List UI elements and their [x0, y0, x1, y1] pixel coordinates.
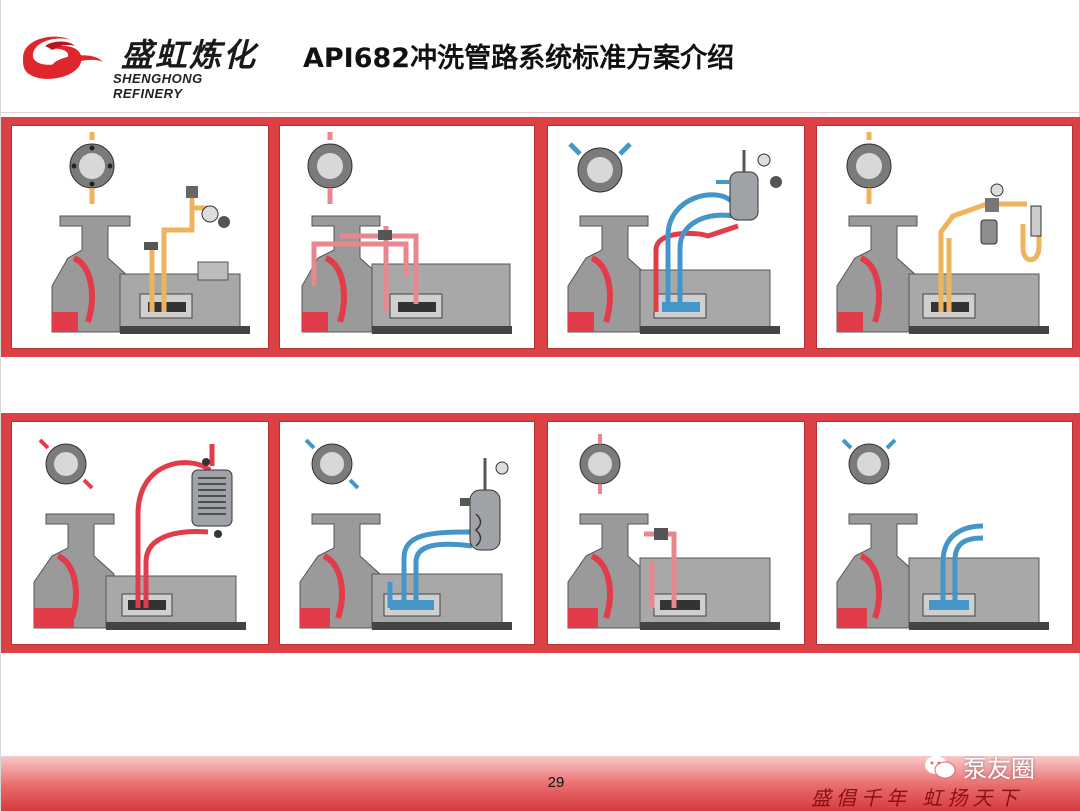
flush-plan-panel — [816, 421, 1073, 645]
instruments — [144, 186, 230, 250]
seal-gland-flange — [69, 132, 115, 204]
flush-plan-panel — [547, 125, 805, 349]
accumulator — [980, 183, 1042, 245]
flush-plan-panel — [11, 125, 269, 349]
seal-flush-diagram — [51, 132, 250, 334]
logo-mark-icon — [23, 36, 103, 79]
flush-plan-panel — [547, 421, 805, 645]
flush-plan-panel — [11, 421, 269, 645]
company-logo: 盛虹炼化 SHENGHONG REFINERY — [15, 26, 275, 101]
seal-flush-diagram — [836, 132, 1049, 334]
seal-flush-diagram — [301, 132, 512, 334]
footer-bar — [1, 756, 1080, 811]
flush-plan-panel — [279, 125, 535, 349]
seal-flush-diagram — [836, 438, 1049, 630]
footer-slogan: 盛倡千年 虹扬天下 — [811, 786, 1023, 810]
flush-plan-panel — [816, 125, 1073, 349]
watermark-text: 泵友圈 — [963, 755, 1035, 783]
plan-row-1 — [1, 117, 1080, 357]
seal-cooler — [191, 458, 233, 538]
seal-flush-diagram — [567, 142, 782, 334]
logo-english-name: SHENGHONG REFINERY — [113, 71, 203, 101]
wechat-watermark: 泵友圈 — [923, 749, 1035, 784]
header: 盛虹炼化 SHENGHONG REFINERY API682冲洗管路系统标准方案… — [1, 0, 1080, 112]
page-title: API682冲洗管路系统标准方案介绍 — [303, 43, 735, 74]
header-divider — [1, 112, 1080, 113]
seal-flush-diagram — [33, 438, 246, 630]
page-number: 29 — [547, 774, 565, 791]
seal-pot-reservoir — [460, 458, 509, 551]
logo-chinese-name: 盛虹炼化 — [121, 36, 258, 74]
seal-flush-diagram — [299, 438, 512, 630]
wechat-icon — [925, 755, 956, 778]
seal-flush-diagram — [567, 434, 780, 630]
flush-plan-panel — [279, 421, 535, 645]
plan-row-2 — [1, 413, 1080, 653]
seal-pot-reservoir — [716, 150, 782, 221]
